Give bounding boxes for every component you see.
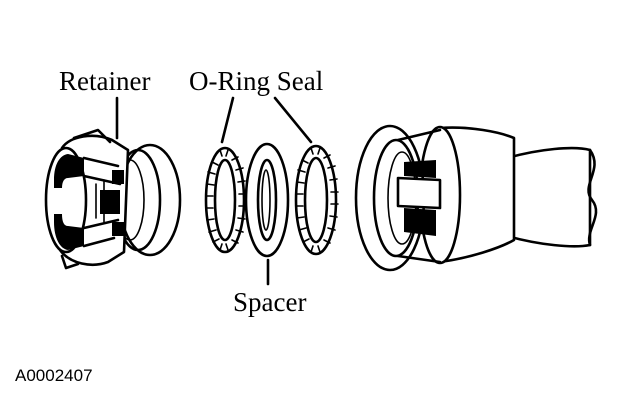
retainer-label: Retainer	[59, 66, 150, 96]
o-ring-seal-label: O-Ring Seal	[189, 66, 323, 96]
o-ring-seal-left	[204, 146, 247, 254]
spacer-label: Spacer	[233, 287, 306, 317]
connector-housing	[354, 124, 598, 272]
leader-lines	[115, 96, 313, 286]
spacer-part	[244, 142, 290, 258]
o-ring-seal-right	[294, 144, 339, 256]
figure-id: A0002407	[15, 366, 93, 385]
retainer-part	[44, 128, 182, 270]
